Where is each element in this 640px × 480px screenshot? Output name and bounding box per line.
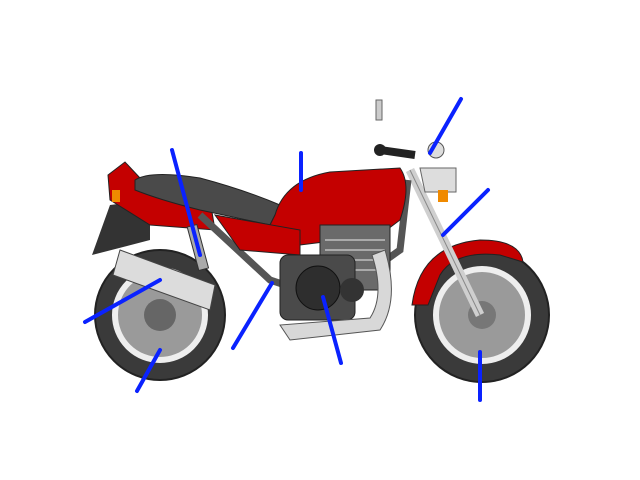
front-indicator xyxy=(438,190,448,202)
leader-lines xyxy=(83,97,490,402)
front-fork xyxy=(405,168,485,317)
rear-indicator xyxy=(112,190,120,202)
leader-line-mirror xyxy=(428,97,463,155)
leader-line-front-fork xyxy=(441,188,490,237)
leader-line-rear-suspension xyxy=(170,148,202,257)
leader-line-engine xyxy=(321,295,343,365)
seat xyxy=(134,173,281,226)
leader-line-muffler xyxy=(83,278,162,324)
leader-line-frame xyxy=(231,281,274,350)
exhaust-pipes xyxy=(279,249,392,341)
leader-line-rear-wheel xyxy=(135,348,162,393)
muffler xyxy=(112,249,216,311)
